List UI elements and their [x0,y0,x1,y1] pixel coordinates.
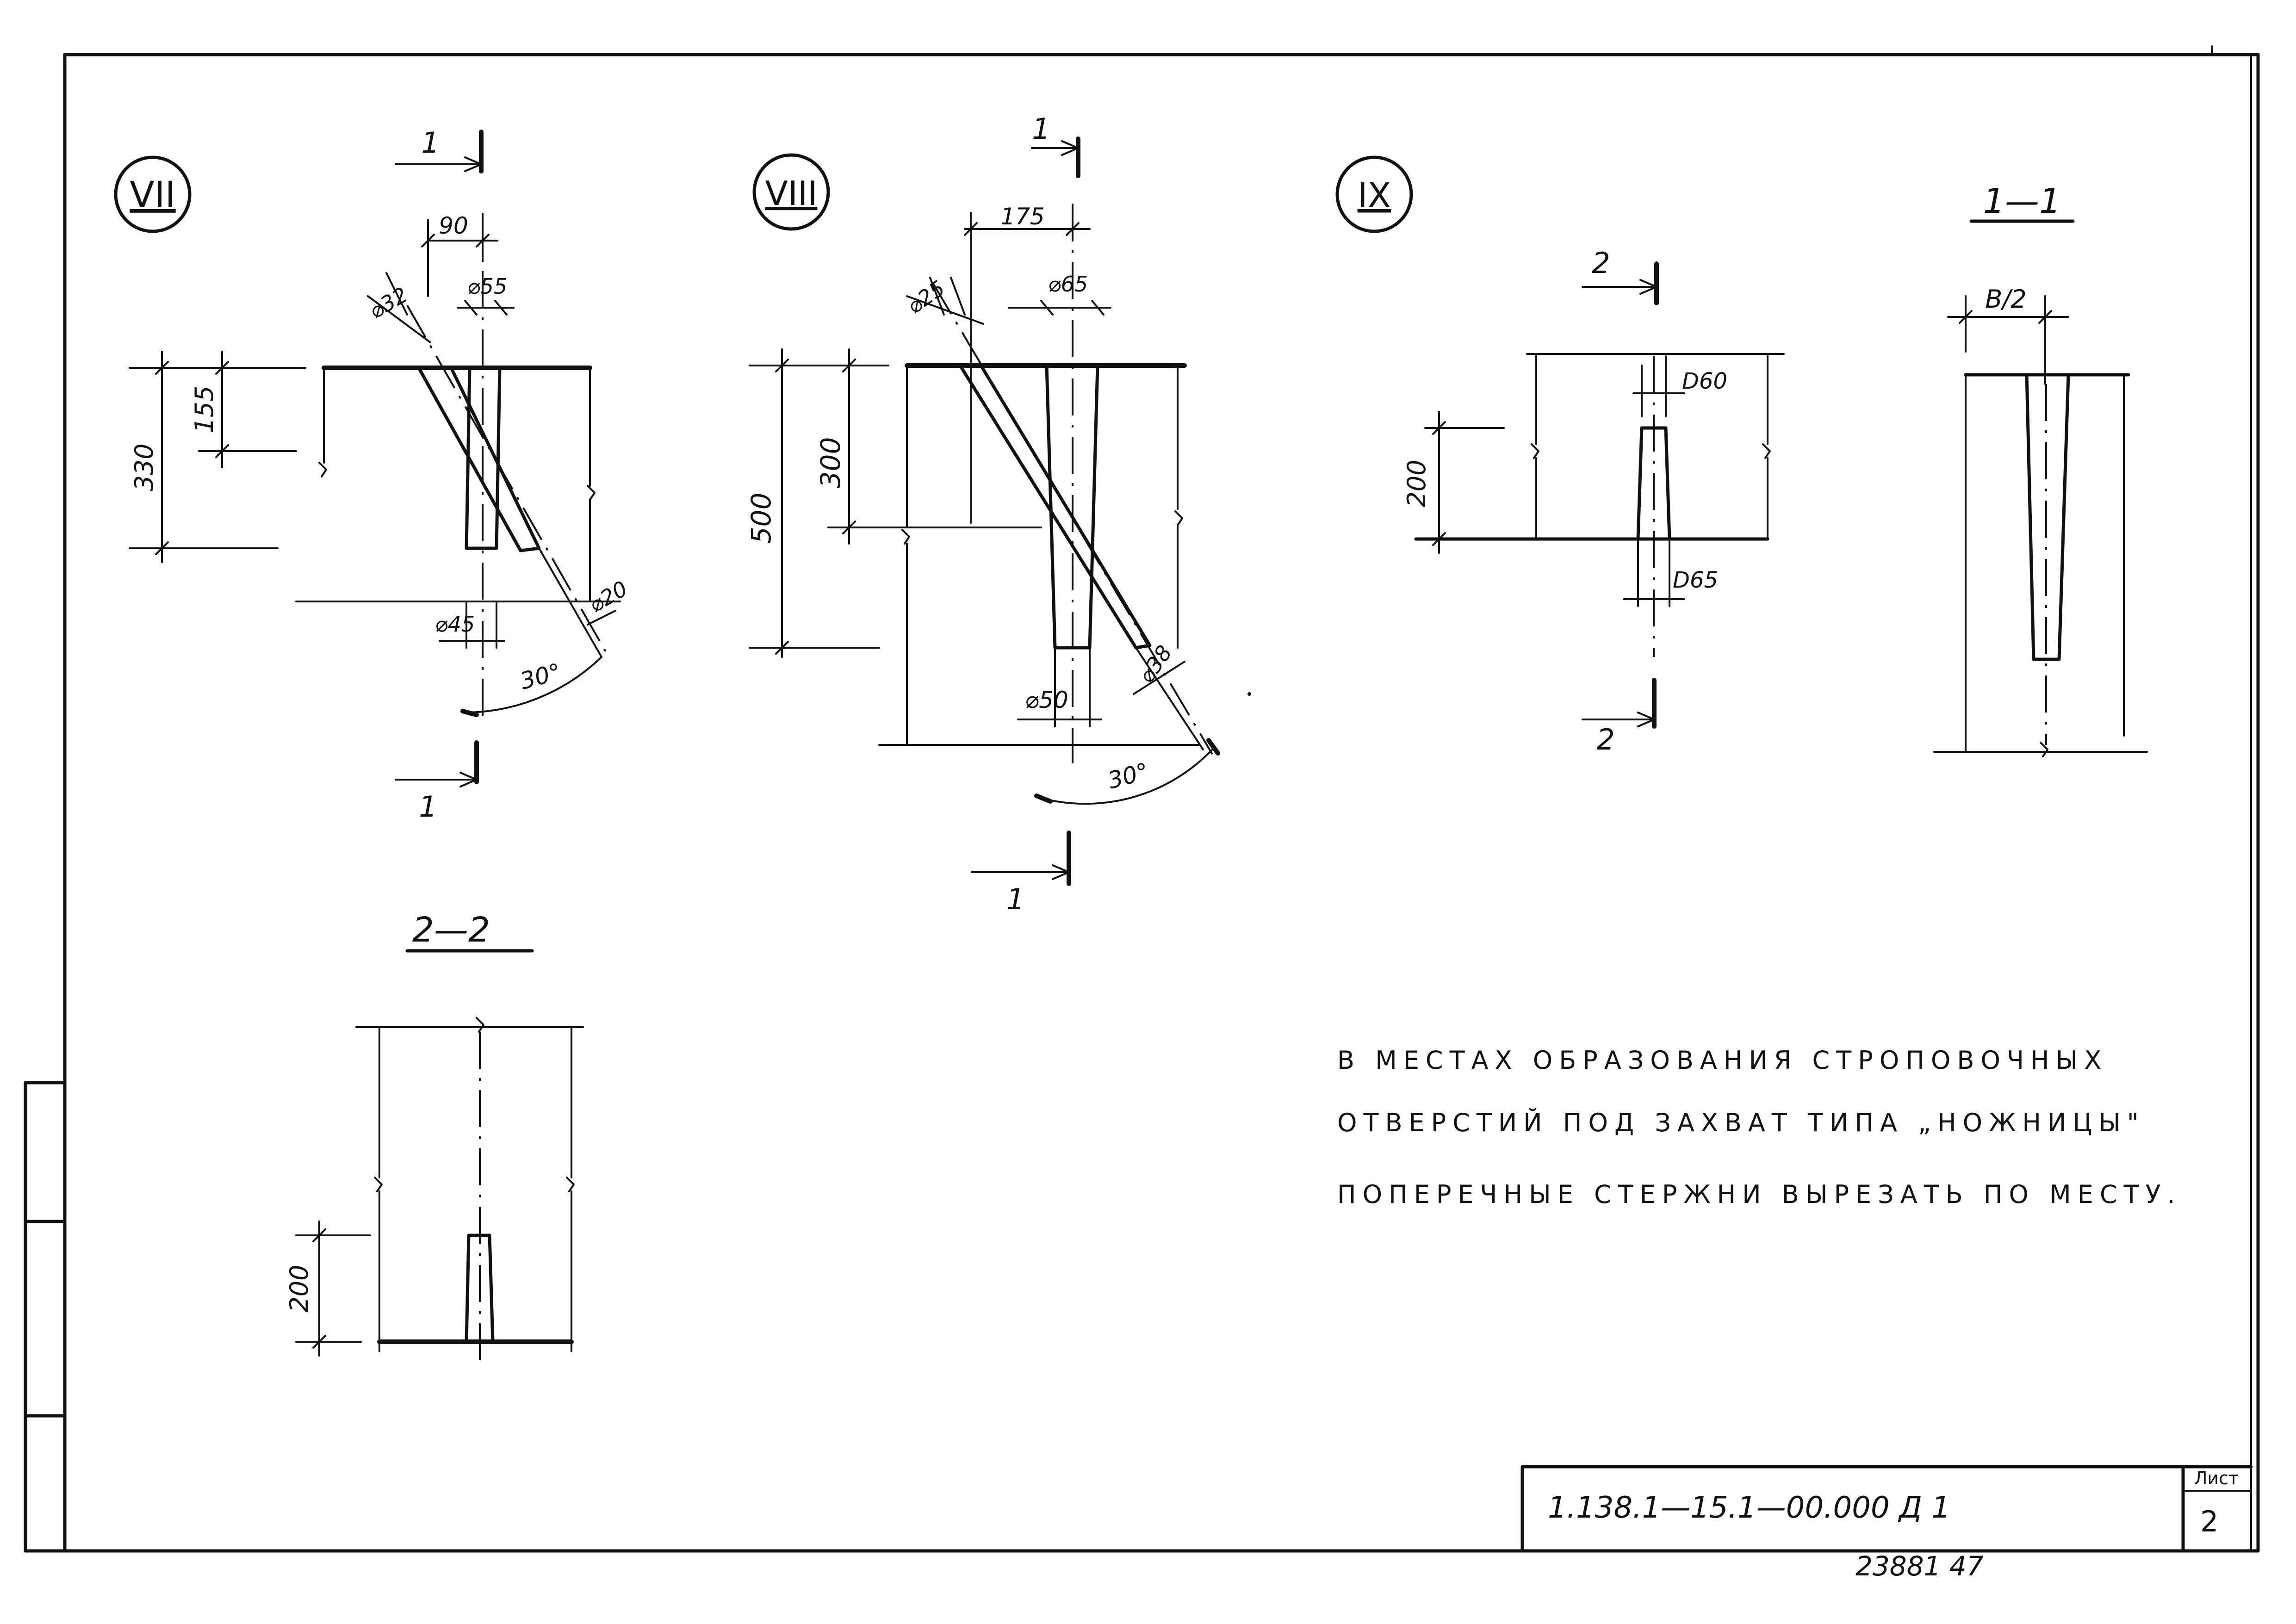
detail-viii: VIII 1 1 175 ⌀ [745,112,1220,916]
detail-ix-height: 200 [1402,459,1431,507]
detail-vii-height-total: 330 [130,443,159,491]
detail-ix-cut-top: 2 [1592,246,1610,280]
detail-ix-cut-bottom: 2 [1596,723,1614,756]
detail-vii-dim-offset: 90 [439,212,468,239]
detail-vii-dia-inclined: ⌀32 [365,282,412,324]
sheet-frame [24,45,2260,1553]
inventory-number: 23881 47 [1855,1550,1984,1582]
detail-vii: VII 1 1 90 ⌀32 [114,126,632,824]
detail-vii-cut-top: 1 [421,126,439,160]
section-1-1-hole [2025,373,2070,661]
section-2-2: 2—2 200 [285,910,584,1370]
detail-vii-dia-vertical: ⌀55 [467,274,507,299]
note-line-1: В МЕСТАХ ОБРАЗОВАНИЯ СТРОПОВОЧНЫХ [1337,1046,2108,1075]
detail-viii-cut-top: 1 [1032,112,1050,146]
detail-viii-inclined-hole [958,364,1152,650]
detail-vii-inclined-hole [417,366,541,552]
binding-strip [24,1081,67,1553]
detail-viii-dia-bottom: ⌀50 [1025,687,1068,713]
section-1-1: 1—1 B/2 [1933,181,2148,757]
section-1-1-title: 1—1 [1983,181,2061,221]
detail-viii-marker [752,153,830,231]
title-block: 1.138.1—15.1—00.000 Д 1 Лист 2 23881 47 [1520,1465,2253,1582]
section-1-1-dim: B/2 [1985,285,2027,314]
detail-vii-label: VII [130,174,175,216]
detail-vii-dia-bottom: ⌀45 [435,612,475,637]
detail-vii-vertical-hole [465,366,502,550]
note-line-2: ОТВЕРСТИЙ ПОД ЗАХВАТ ТИПА „НОЖНИЦЫ" [1337,1108,2145,1137]
sheet-number: 2 [2200,1505,2218,1538]
detail-vii-height-upper: 155 [190,385,219,433]
section-2-2-dim: 200 [285,1264,314,1312]
detail-ix-dia-top: D60 [1682,368,1727,394]
detail-vii-dia-inclined-bottom: ⌀20 [585,576,632,618]
note-line-3: ПОПЕРЕЧНЫЕ СТЕРЖНИ ВЫРЕЗАТЬ ПО МЕСТУ. [1337,1180,2182,1209]
detail-viii-height-upper: 300 [815,437,846,489]
section-2-2-title: 2—2 [412,910,490,950]
detail-viii-dia-vertical: ⌀65 [1048,272,1088,297]
detail-viii-dim-offset: 175 [1000,203,1044,230]
detail-ix-marker [1335,155,1413,233]
detail-ix-label: IX [1358,176,1391,216]
detail-vii-marker [114,155,192,233]
sheet-label: Лист [2194,1468,2239,1488]
stray-mark [1247,692,1251,696]
drawing-code: 1.138.1—15.1—00.000 Д 1 [1548,1491,1950,1525]
detail-vii-cut-bottom: 1 [419,790,437,824]
section-2-2-hole [465,1233,495,1344]
detail-viii-cut-bottom: 1 [1006,882,1024,916]
detail-viii-height-total: 500 [745,493,777,544]
detail-ix-dia-bottom: D65 [1673,567,1718,593]
detail-viii-angle: 30° [1105,758,1152,794]
detail-ix: IX 2 2 D60 D65 [1335,155,1785,756]
note: В МЕСТАХ ОБРАЗОВАНИЯ СТРОПОВОЧНЫХ ОТВЕРС… [1337,1046,2182,1209]
detail-viii-label: VIII [765,174,818,213]
